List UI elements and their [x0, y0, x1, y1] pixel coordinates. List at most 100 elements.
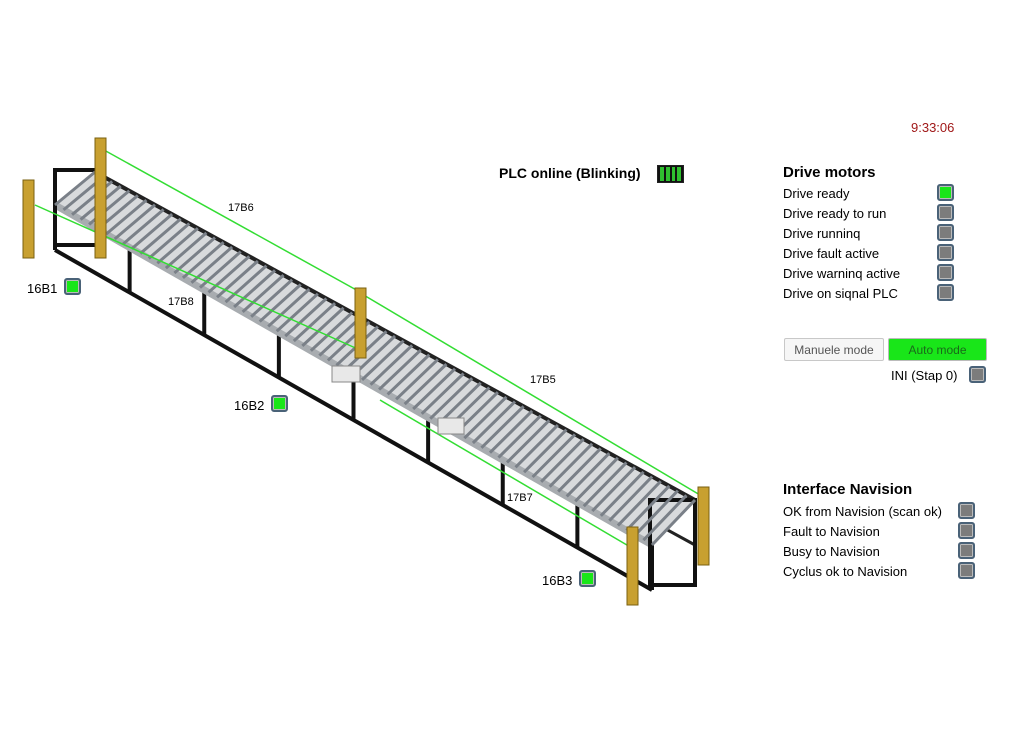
roller — [378, 348, 422, 391]
roller — [301, 306, 345, 347]
roller — [369, 344, 414, 386]
sensor-16B1-indicator — [64, 278, 81, 295]
drive-motors-title: Drive motors — [783, 164, 876, 181]
roller — [650, 498, 697, 547]
roller — [233, 269, 277, 309]
sensor-heads — [331, 365, 465, 435]
roller — [565, 452, 611, 498]
roller — [574, 456, 619, 503]
roller — [275, 292, 319, 333]
post — [22, 179, 35, 259]
drive_motors-item-label: Drive runninq — [783, 226, 861, 241]
drive_motors-item-indicator — [937, 244, 954, 261]
roller — [258, 283, 302, 323]
roller — [548, 442, 594, 488]
roller — [531, 433, 577, 479]
drive_motors-item-indicator — [937, 184, 954, 201]
roller — [523, 428, 568, 474]
beam-label: 17B6 — [228, 202, 254, 214]
roller — [216, 259, 259, 299]
drive_motors-item-label: Drive on siqnal PLC — [783, 286, 898, 301]
roller — [642, 494, 688, 542]
sensor-label: 16B2 — [234, 398, 265, 413]
roller — [463, 395, 508, 440]
sensor-label: 16B1 — [27, 281, 58, 296]
beam-label: 17B5 — [530, 374, 556, 386]
posts — [22, 137, 710, 606]
post — [94, 137, 107, 259]
ini-indicator — [969, 366, 986, 383]
roller — [173, 236, 216, 275]
beam-label: 17B7 — [507, 492, 533, 504]
roller — [309, 311, 354, 352]
manual-mode-button[interactable]: Manuele mode — [784, 338, 884, 361]
post — [626, 526, 639, 606]
roller — [181, 241, 225, 279]
sensor-16B2-indicator — [271, 395, 288, 412]
roller — [156, 227, 199, 265]
drive_motors-item-label: Drive warninq active — [783, 266, 901, 281]
roller — [190, 245, 234, 284]
roller — [139, 217, 182, 255]
sensor-label: 16B3 — [542, 573, 573, 588]
drive_motors-item-indicator — [937, 204, 954, 221]
navision-item-indicator — [958, 502, 975, 519]
navision-item-label: Cyclus ok to Navision — [783, 564, 908, 579]
roller — [582, 461, 628, 508]
roller — [412, 367, 457, 411]
roller — [122, 208, 165, 245]
roller — [540, 438, 585, 483]
roller — [608, 475, 654, 522]
roller — [420, 372, 465, 415]
navision-item-indicator — [958, 522, 975, 539]
drive_motors-item-label: Drive fault active — [783, 246, 880, 261]
beam-label: 17B8 — [168, 296, 194, 308]
roller — [113, 203, 156, 241]
navision-title: Interface Navision — [783, 481, 913, 498]
sensor-16B3-indicator — [579, 570, 596, 587]
beam-17B8 — [34, 204, 361, 351]
navision-item-indicator — [958, 562, 975, 579]
navision-item-label: OK from Navision (scan ok) — [783, 504, 942, 519]
navision-item-label: Busy to Navision — [783, 544, 880, 559]
clock: 9:33:06 — [911, 120, 955, 135]
roller — [471, 400, 517, 445]
auto-mode-button[interactable]: Auto mode — [888, 338, 987, 361]
roller — [625, 484, 671, 532]
light-beams — [34, 149, 701, 549]
drive_motors-item-indicator — [937, 284, 954, 301]
post — [697, 486, 710, 566]
roller — [164, 231, 208, 270]
roller — [250, 278, 294, 318]
post — [354, 287, 367, 359]
plc-rack-icon — [657, 165, 684, 183]
roller — [633, 489, 679, 537]
plc-online-label: PLC online (Blinking) — [499, 165, 641, 181]
drive_motors-item-indicator — [937, 264, 954, 281]
roller — [429, 377, 474, 420]
roller — [599, 470, 645, 517]
beam-17B5 — [361, 293, 701, 496]
roller — [616, 480, 662, 527]
beam-17B6 — [103, 149, 361, 293]
roller — [557, 447, 602, 493]
roller — [386, 353, 431, 396]
roller — [403, 363, 448, 406]
roller — [360, 339, 405, 381]
navision-item-label: Fault to Navision — [783, 524, 880, 539]
roller — [505, 419, 551, 464]
roller — [147, 222, 191, 260]
roller — [437, 381, 482, 425]
roller — [395, 358, 439, 401]
roller — [241, 273, 285, 313]
roller — [224, 264, 268, 304]
roller — [318, 316, 362, 357]
roller — [480, 405, 525, 449]
roller — [488, 409, 534, 454]
roller — [497, 414, 542, 459]
roller — [591, 466, 637, 513]
drive_motors-item-label: Drive ready — [783, 186, 850, 201]
ini-label: INI (Stap 0) — [891, 368, 958, 383]
beam-17B7 — [379, 399, 633, 549]
